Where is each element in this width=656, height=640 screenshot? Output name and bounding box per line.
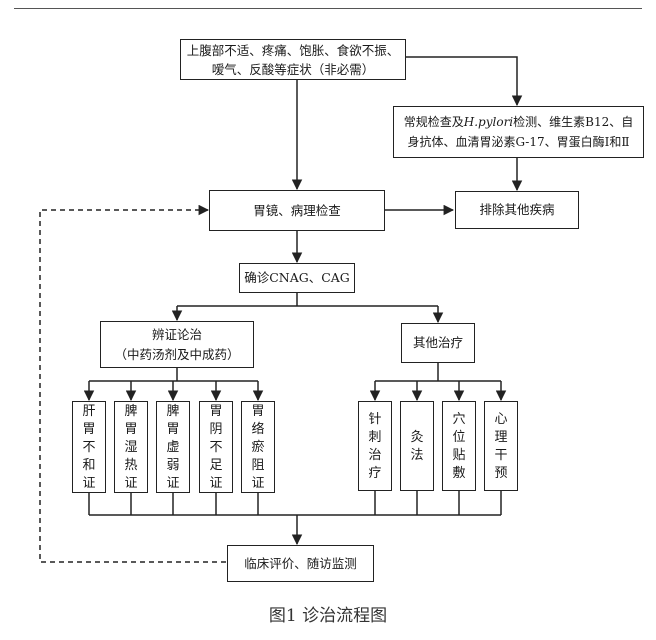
other-therapy-2: 灸 法 bbox=[400, 401, 434, 491]
clinical-followup-box: 临床评价、随访监测 bbox=[227, 545, 374, 582]
tcm-syndrome-4: 胃 阴 不 足 证 bbox=[199, 401, 233, 493]
routine-text-post: 检测、维生素B12、自 身抗体、血清胃泌素G-17、胃蛋白酶Ⅰ和Ⅱ bbox=[407, 115, 634, 149]
other-therapy-3: 穴 位 贴 敷 bbox=[442, 401, 476, 491]
top-rule bbox=[14, 8, 642, 9]
gastroscopy-box: 胃镜、病理检查 bbox=[209, 190, 385, 231]
symptoms-box: 上腹部不适、疼痛、饱胀、食欲不振、 嗳气、反酸等症状（非必需） bbox=[180, 39, 406, 80]
tcm-syndrome-5: 胃 络 瘀 阻 证 bbox=[241, 401, 275, 493]
other-therapy-4: 心 理 干 预 bbox=[484, 401, 518, 491]
arrow-symptoms-to-routine bbox=[406, 56, 523, 107]
other-therapy-1: 针 刺 治 疗 bbox=[358, 401, 392, 491]
other-treatment-box: 其他治疗 bbox=[401, 323, 475, 363]
tcm-syndrome-1: 肝 胃 不 和 证 bbox=[72, 401, 106, 493]
exclude-other-diseases-box: 排除其他疾病 bbox=[455, 191, 579, 229]
dashed-feedback-loop bbox=[39, 204, 226, 563]
routine-tests-box: 常规检查及H.pylori检测、维生素B12、自 身抗体、血清胃泌素G-17、胃… bbox=[393, 106, 644, 158]
tcm-syndrome-treatment-box: 辨证论治 （中药汤剂及中成药） bbox=[100, 321, 254, 368]
figure-caption: 图1 诊治流程图 bbox=[268, 606, 388, 626]
tcm-syndrome-3: 脾 胃 虚 弱 证 bbox=[156, 401, 190, 493]
tcm-syndrome-2: 脾 胃 湿 热 证 bbox=[114, 401, 148, 493]
routine-text-pre: 常规检查及 bbox=[403, 115, 464, 129]
diagnosis-box: 确诊CNAG、CAG bbox=[239, 263, 355, 293]
hpylori-italic: H.pylori bbox=[463, 115, 514, 129]
